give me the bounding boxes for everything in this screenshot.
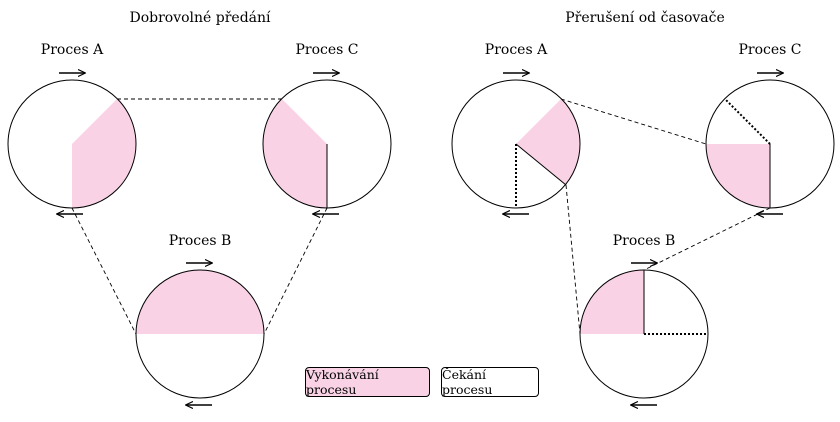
right-process-c-label: Proces C <box>738 42 801 58</box>
legend-run: Vykonávání procesu <box>305 367 430 397</box>
legend-wait-label: Čekání procesu <box>442 367 493 397</box>
left-process-b-label: Proces B <box>169 233 232 249</box>
left-transition-c-b <box>263 207 328 335</box>
legend-run-label: Vykonávání procesu <box>306 367 379 397</box>
left-process-a-label: Proces A <box>41 42 104 58</box>
right-process-a-circle <box>451 79 581 209</box>
right-b-run-sector <box>580 270 644 334</box>
left-a-run-sector <box>72 99 136 208</box>
right-c-run-sector <box>706 144 770 208</box>
right-a-run-sector <box>516 99 581 185</box>
right-transition-a-b <box>565 184 581 335</box>
left-transition-a-b <box>71 207 137 335</box>
left-b-run-sector <box>136 270 264 334</box>
left-c-run-sector <box>263 99 327 208</box>
right-transition-c-b <box>643 207 771 271</box>
right-c-wait-marker <box>724 98 771 145</box>
left-diagram-title: Dobrovolné předání <box>129 10 271 26</box>
right-process-a-label: Proces A <box>485 42 548 58</box>
right-transition-a-c <box>560 98 707 145</box>
right-a-divider <box>515 143 567 186</box>
legend-wait: Čekání procesu <box>441 367 539 397</box>
right-process-b-label: Proces B <box>613 233 676 249</box>
left-process-c-label: Proces C <box>295 42 358 58</box>
right-diagram-title: Přerušení od časovače <box>565 9 725 26</box>
